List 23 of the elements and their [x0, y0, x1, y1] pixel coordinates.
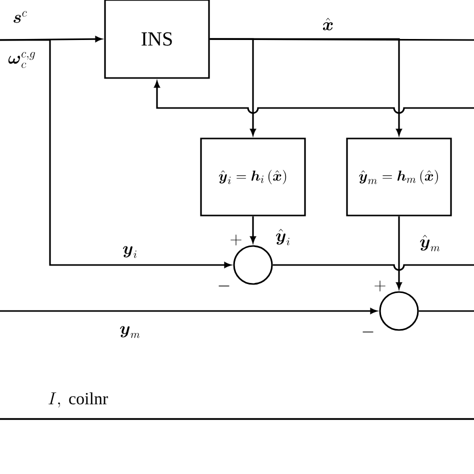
- arrow: [250, 216, 256, 243]
- sign-label: $+$: [374, 280, 386, 292]
- arrow: [396, 216, 402, 289]
- signal-label: $\boldsymbol{\omega}_{c}^{c,g}$: [8, 52, 35, 68]
- process-box: $\mathrm{INS}$: [104, 0, 210, 79]
- signal-line: [272, 264, 474, 271]
- arrow: [154, 81, 474, 114]
- signal-label: $I,\ \mathrm{coilnr}$: [48, 392, 108, 408]
- process-box: $\hat{\boldsymbol{y}}_{m} = \boldsymbol{h}_{m}\,(\hat{\boldsymbol{x}})$: [346, 138, 452, 216]
- edge-label: $\hat{\boldsymbol{x}}$: [322, 18, 333, 30]
- signal-label: $\boldsymbol{s}^{c}$: [14, 11, 27, 23]
- sign-label: $+$: [230, 234, 242, 246]
- edge-label: $\boldsymbol{y}_{i}$: [123, 246, 136, 258]
- edge-label: $\boldsymbol{y}_{m}$: [120, 326, 140, 338]
- process-box: $\hat{\boldsymbol{y}}_{i} = \boldsymbol{h}_{i}\,(\hat{\boldsymbol{x}})$: [200, 138, 306, 216]
- arrow: [210, 38, 402, 136]
- summing-junction: [233, 245, 273, 285]
- arrow: [0, 308, 377, 314]
- edge-label: $\hat{\boldsymbol{y}}_{m}$: [420, 234, 440, 252]
- arrow: [0, 39, 231, 268]
- edge-label: $\hat{\boldsymbol{y}}_{i}$: [276, 228, 290, 246]
- signal-line: [418, 310, 474, 312]
- summing-junction: [379, 291, 419, 331]
